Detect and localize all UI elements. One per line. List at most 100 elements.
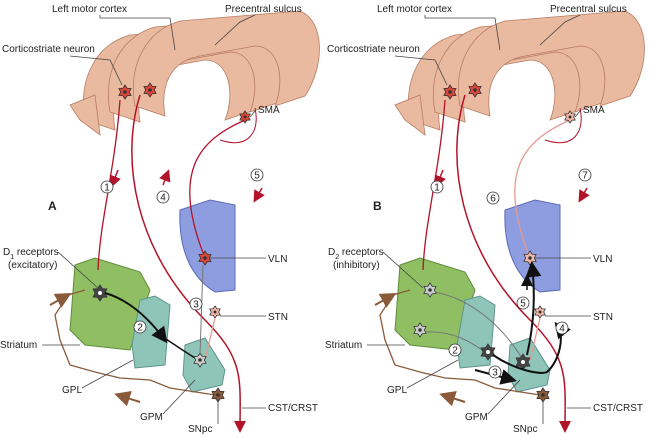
dopamine-arrow <box>49 293 72 308</box>
neuron-nucleus <box>568 115 572 119</box>
step-label: 3 <box>492 368 498 379</box>
neuron-nucleus <box>538 310 542 314</box>
neuron-nucleus <box>203 256 207 260</box>
gpm-neuron <box>193 352 207 368</box>
striatal-neuron-d2 <box>423 282 437 298</box>
corticostriate-axon <box>422 99 446 271</box>
label-receptor-type: (excitatory) <box>8 260 57 271</box>
vln-neuron <box>198 250 212 266</box>
cortical-neuron <box>143 82 157 98</box>
leader-line <box>69 55 123 86</box>
gpm-vln-arrow <box>525 261 542 356</box>
label-sma: SMA <box>258 105 280 116</box>
gpm-thalamus-axon <box>199 264 204 356</box>
label-corticostriate-neuron: Corticostriate neuron <box>2 44 95 55</box>
step-circle <box>486 191 500 205</box>
leader-line <box>81 359 134 389</box>
neuron-nucleus <box>213 310 217 314</box>
neuron-nucleus <box>428 288 432 292</box>
gpm-shape <box>182 337 226 393</box>
sma-neuron <box>239 110 251 124</box>
label-receptors: D1 receptors <box>3 247 59 261</box>
stn-axon <box>529 317 541 361</box>
label-snpc: SNpc <box>513 424 537 435</box>
dopamine-arrow <box>114 391 141 407</box>
dopamine-arrow <box>374 293 397 308</box>
label-corticostriate-neuron: Corticostriate neuron <box>327 44 420 55</box>
label-gpl: GPL <box>387 385 407 396</box>
leader-line <box>574 109 582 118</box>
step-label: 7 <box>582 171 588 182</box>
step-circle <box>250 168 264 182</box>
step-circle <box>516 296 530 310</box>
step-label: 4 <box>559 324 565 335</box>
neuron-nucleus <box>243 115 247 119</box>
corticostriate-neuron <box>443 84 457 100</box>
neuron-nucleus <box>448 90 452 94</box>
leader-line <box>394 55 448 86</box>
vln-shape <box>179 199 236 293</box>
step-label: 6 <box>490 194 496 205</box>
neuron-nucleus <box>216 393 220 397</box>
label-cst: CST/CRST <box>593 403 643 414</box>
cst-pathway <box>456 94 572 433</box>
step-number: 4 <box>555 321 569 335</box>
label-snpc: SNpc <box>188 424 212 435</box>
step-label: 5 <box>254 171 260 182</box>
neuron-nucleus <box>486 350 490 354</box>
sma-neuron <box>564 110 576 124</box>
step-number: 7 <box>578 168 592 182</box>
neuron-nucleus <box>473 88 477 92</box>
step-number: 1 <box>430 180 444 194</box>
leader-line <box>539 14 581 46</box>
cortex-gyrus <box>394 94 426 136</box>
step-number: 2 <box>448 343 462 357</box>
step-label: 4 <box>160 193 166 204</box>
label-left-motor-cortex: Left motor cortex <box>377 4 452 15</box>
label-striatum: Striatum <box>0 340 37 351</box>
receptor-part: 1 <box>10 254 14 261</box>
leader-line <box>406 359 459 389</box>
activity-arrow <box>253 187 265 203</box>
label-receptors: D2 receptors <box>328 247 384 261</box>
label-vln: VLN <box>268 254 287 265</box>
leader-line <box>249 109 257 118</box>
stn-neuron <box>209 305 221 319</box>
corticostriate-neuron <box>118 84 132 100</box>
step-label: 1 <box>434 183 440 194</box>
step-number: 1 <box>100 180 114 194</box>
direct-pathway-arrow <box>104 292 168 344</box>
receptor-part: receptors <box>339 247 383 258</box>
receptor-part: receptors <box>14 247 58 258</box>
receptor-part: D <box>328 247 335 258</box>
label-vln: VLN <box>593 254 612 265</box>
activity-arrow <box>159 169 171 186</box>
step-number: 5 <box>250 168 264 182</box>
neuron-nucleus <box>98 291 102 295</box>
cst-pathway <box>131 94 247 433</box>
striatal-neuron-d1 <box>92 284 108 302</box>
step-number: 6 <box>486 191 500 205</box>
motor-cortex <box>394 10 645 136</box>
label-cst: CST/CRST <box>268 403 318 414</box>
sma-axon <box>219 107 257 144</box>
step-label: 3 <box>193 300 199 311</box>
step-label: 2 <box>452 346 458 357</box>
cortex-gyrus <box>69 94 101 136</box>
step-circle <box>488 365 502 379</box>
label-striatum: Striatum <box>325 340 362 351</box>
step-number: 3 <box>189 297 203 311</box>
receptor-part: D <box>3 247 10 258</box>
neuron-nucleus <box>528 256 532 260</box>
motor-cortex <box>69 10 320 136</box>
direct-pathway-axon <box>159 334 196 359</box>
panel-letter: A <box>48 199 57 213</box>
cortex-gyrus <box>458 10 645 117</box>
dopamine-arrow <box>439 391 466 407</box>
label-stn: STN <box>268 312 288 323</box>
neuron-nucleus <box>198 358 202 362</box>
snpc-neuron <box>211 387 225 403</box>
step-circle <box>578 168 592 182</box>
